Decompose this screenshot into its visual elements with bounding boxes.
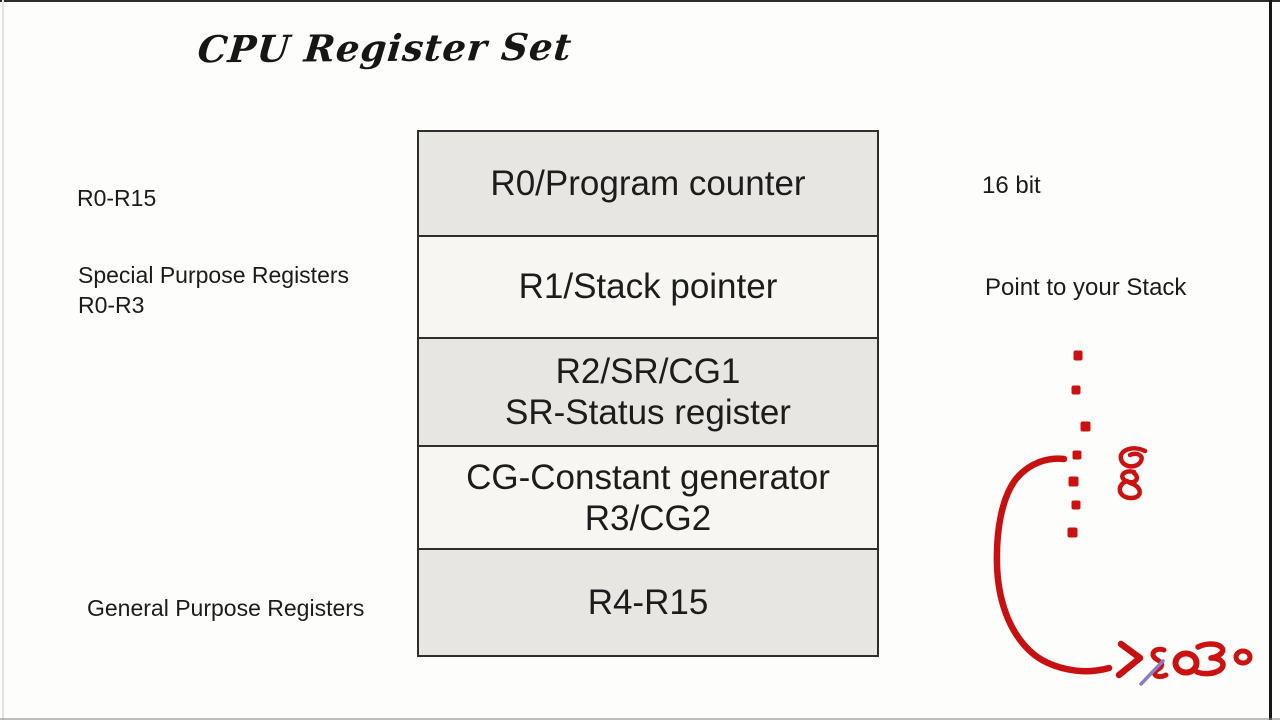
page-title: CPU Register Set: [195, 24, 575, 72]
row-label: CG-Constant generator: [466, 457, 830, 497]
table-row-r1: R1/Stack pointer: [419, 236, 877, 340]
row-label: R0/Program counter: [490, 163, 806, 203]
bottom-scribble: [1150, 641, 1253, 680]
label-special-line1: Special Purpose Registers: [78, 262, 350, 288]
video-left-edge: [2, 0, 4, 720]
row-sublabel: SR-Status register: [505, 393, 791, 433]
table-row-r2: R2/SR/CG1 SR-Status register: [419, 339, 877, 447]
pen-cursor-mark: [1139, 659, 1165, 686]
table-row-r0: R0/Program counter: [419, 132, 877, 237]
page-right-border: [1269, 0, 1272, 720]
label-stack-note: Point to your Stack: [985, 274, 1187, 301]
video-top-edge: [0, 0, 1280, 2]
row-sublabel: R3/CG2: [584, 498, 712, 538]
table-row-r3: CG-Constant generator R3/CG2: [419, 446, 877, 551]
label-bit-width: 16 bit: [982, 172, 1041, 199]
stacked-scribble: [1117, 446, 1148, 501]
label-special-line2: R0-R3: [78, 292, 145, 318]
label-special-purpose: Special Purpose Registers R0-R3: [78, 260, 349, 320]
label-register-range: R0-R15: [77, 185, 157, 211]
red-dotted-line: [1067, 350, 1091, 538]
video-bottom-edge: [0, 718, 1280, 720]
row-label: R2/SR/CG1: [555, 352, 741, 392]
register-stack-table: R0/Program counter R1/Stack pointer R2/S…: [417, 130, 879, 657]
table-row-r4-r15: R4-R15: [419, 550, 877, 655]
curve-arrow: [993, 455, 1144, 679]
label-general-purpose: General Purpose Registers: [87, 595, 365, 621]
arrowhead: [1115, 640, 1144, 679]
row-label: R1/Stack pointer: [518, 267, 778, 307]
row-label: R4-R15: [587, 583, 709, 623]
